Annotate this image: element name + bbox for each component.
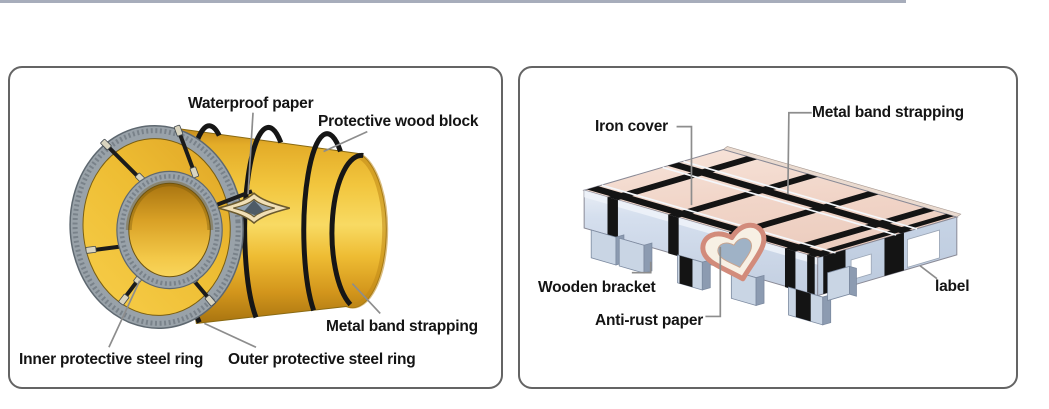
leader-iron-cover	[676, 125, 693, 206]
top-divider-rule	[0, 0, 906, 3]
wooden-brackets	[590, 229, 857, 326]
inner-ring-texture	[119, 174, 220, 286]
strap-highlight-rails	[601, 160, 918, 254]
wood-block-tag	[218, 192, 290, 225]
crate-leader-lines	[631, 111, 938, 318]
coil-packaging-panel: Waterproof paper Protective wood block M…	[8, 66, 503, 389]
crate-illustration	[582, 111, 962, 326]
label-sticker	[907, 229, 940, 268]
label-anti-rust-paper: Anti-rust paper	[595, 312, 704, 329]
coil-face	[69, 124, 253, 330]
leader-outer-ring	[203, 322, 257, 349]
label-outer-protective-steel-ring: Outer protective steel ring	[228, 351, 416, 368]
leader-waterproof-paper	[247, 112, 254, 195]
label-wooden-bracket: Wooden bracket	[538, 279, 656, 296]
coil-bore	[128, 182, 211, 278]
label-metal-band-strapping: Metal band strapping	[326, 318, 478, 335]
anti-rust-paper-cutaway	[700, 222, 767, 282]
label-label: label	[935, 278, 970, 295]
leader-wooden-bracket	[631, 261, 652, 274]
crate-straps	[586, 156, 954, 296]
label-inner-protective-steel-ring: Inner protective steel ring	[19, 351, 204, 368]
crate-packaging-panel: Iron cover Metal band strapping Wooden b…	[518, 66, 1018, 389]
coil-leader-lines	[108, 112, 381, 349]
label-waterproof-paper: Waterproof paper	[188, 95, 314, 112]
bracket-foot	[730, 270, 765, 307]
leader-inner-ring	[108, 280, 141, 348]
leader-metal-band-strapping	[787, 111, 812, 195]
label-protective-wood-block: Protective wood block	[318, 113, 479, 130]
bracket-foot	[788, 286, 832, 326]
bore-inner-shadow	[125, 180, 214, 230]
label-metal-band-strapping: Metal band strapping	[812, 104, 964, 121]
leader-metal-band-strapping	[351, 283, 381, 315]
leader-anti-rust-paper	[705, 246, 722, 318]
leader-label	[919, 265, 938, 280]
leader-protective-wood-block	[323, 130, 368, 153]
steel-coil-illustration	[69, 112, 389, 349]
label-iron-cover: Iron cover	[595, 118, 668, 135]
bracket-foot	[827, 265, 857, 302]
bracket-foot	[677, 254, 711, 291]
band-clips	[85, 124, 216, 307]
shipping-labels	[850, 229, 940, 281]
outer-ring-texture	[72, 128, 241, 326]
